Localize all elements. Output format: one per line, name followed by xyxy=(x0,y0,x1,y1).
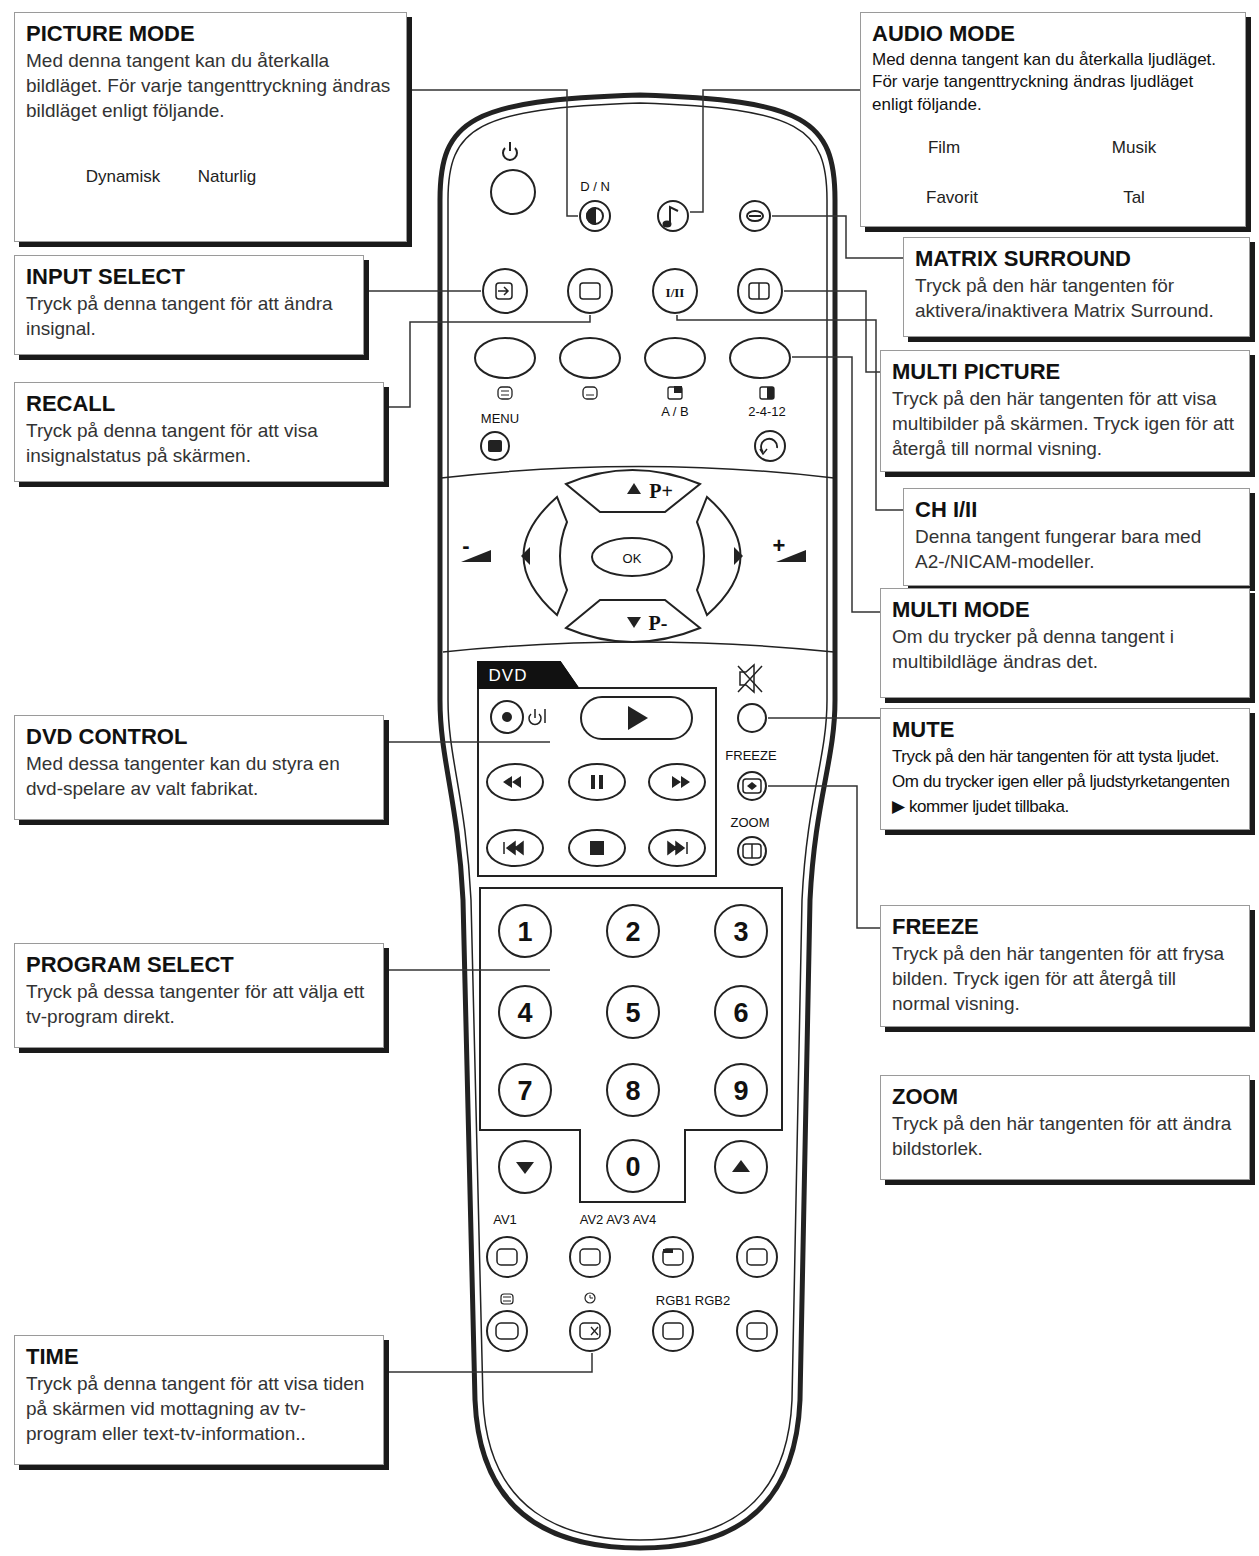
buttons xyxy=(461,142,806,1351)
callout-text: Tryck på denna tangent för att ändra ins… xyxy=(26,292,353,341)
mode-name: Tal xyxy=(1123,188,1145,208)
mode-item: Dynamisk xyxy=(83,166,164,188)
button-label: I/II xyxy=(666,286,685,299)
button-label: AV1 xyxy=(493,1213,517,1226)
callout-text: Tryck på den här tangenten för att tysta… xyxy=(892,745,1239,819)
callout-box: PROGRAM SELECTTryck på dessa tangenter f… xyxy=(14,943,384,1048)
callout-box: FREEZETryck på den här tangenten för att… xyxy=(880,905,1250,1027)
callout-heading: PICTURE MODE xyxy=(26,21,396,47)
mode-item: Film xyxy=(925,137,963,159)
button-label: OK xyxy=(623,552,642,565)
button-label: 2-4-12 xyxy=(748,405,786,418)
mode-name: Film xyxy=(928,138,960,158)
callout-text: Tryck på den här tangenten för aktivera/… xyxy=(915,274,1239,323)
callout-box: ZOOMTryck på den här tangenten för att ä… xyxy=(880,1075,1250,1180)
callout-box: MULTI MODEOm du trycker på denna tangent… xyxy=(880,588,1250,698)
mode-name: Naturlig xyxy=(198,167,257,187)
mode-name: Favorit xyxy=(926,188,978,208)
callout-heading: PROGRAM SELECT xyxy=(26,952,373,978)
button-label: MENU xyxy=(481,412,519,425)
remote-body xyxy=(440,95,835,1548)
callout-text: Tryck på dessa tangenter för att välja e… xyxy=(26,980,373,1029)
callout-heading: DVD CONTROL xyxy=(26,724,373,750)
callout-box: RECALLTryck på denna tangent för att vis… xyxy=(14,382,384,482)
mode-name: Musik xyxy=(1112,138,1156,158)
callout-box: DVD CONTROLMed dessa tangenter kan du st… xyxy=(14,715,384,820)
callout-text: Tryck på denna tangent för att visa insi… xyxy=(26,419,373,468)
mode-item: Musik xyxy=(1109,137,1159,159)
mode-item: Tal xyxy=(1120,187,1148,209)
callout-heading: CH I/II xyxy=(915,497,1239,523)
button-label: + xyxy=(773,535,786,557)
key-number: 9 xyxy=(733,1078,748,1105)
callout-heading: MATRIX SURROUND xyxy=(915,246,1239,272)
key-number: 8 xyxy=(625,1078,640,1105)
button-label: A / B xyxy=(661,405,688,418)
button-label: RGB1 RGB2 xyxy=(656,1294,730,1307)
mode-item: Naturlig xyxy=(195,166,260,188)
button-label: AV2 AV3 AV4 xyxy=(580,1213,657,1226)
callout-box: MUTETryck på den här tangenten för att t… xyxy=(880,708,1250,830)
leader-lines xyxy=(364,90,903,1372)
callout-heading: FREEZE xyxy=(892,914,1239,940)
mode-item: Favorit xyxy=(923,187,981,209)
key-number: 0 xyxy=(625,1154,640,1181)
callout-text: Med denna tangent kan du återkalla bildl… xyxy=(26,49,396,123)
callout-heading: MULTI PICTURE xyxy=(892,359,1239,385)
callout-text: Tryck på den här tangenten för att ändra… xyxy=(892,1112,1239,1161)
button-label: DVD xyxy=(489,667,528,684)
mode-name: Dynamisk xyxy=(86,167,161,187)
callout-box: TIMETryck på denna tangent för att visa … xyxy=(14,1335,384,1465)
key-number: 6 xyxy=(733,1000,748,1027)
callout-heading: MULTI MODE xyxy=(892,597,1239,623)
button-label: D / N xyxy=(580,180,610,193)
callout-heading: ZOOM xyxy=(892,1084,1239,1110)
callout-text: Denna tangent fungerar bara med A2-/NICA… xyxy=(915,525,1239,574)
callout-text: Med dessa tangenter kan du styra en dvd-… xyxy=(26,752,373,801)
callout-box: AUDIO MODEMed denna tangent kan du återk… xyxy=(860,12,1246,227)
button-label: ZOOM xyxy=(731,816,770,829)
callout-text: Tryck på denna tangent för att visa tide… xyxy=(26,1372,373,1446)
key-number: 3 xyxy=(733,919,748,946)
key-number: 1 xyxy=(517,919,532,946)
button-label: FREEZE xyxy=(725,749,776,762)
callout-heading: RECALL xyxy=(26,391,373,417)
button-label: - xyxy=(462,535,469,557)
callout-box: CH I/IIDenna tangent fungerar bara med A… xyxy=(903,488,1250,586)
callout-text: Tryck på den här tangenten för att frysa… xyxy=(892,942,1239,1016)
callout-box: PICTURE MODEMed denna tangent kan du åte… xyxy=(14,12,407,242)
callout-heading: INPUT SELECT xyxy=(26,264,353,290)
button-label: P+ xyxy=(649,481,673,501)
callout-box: INPUT SELECTTryck på denna tangent för a… xyxy=(14,255,364,355)
key-number: 7 xyxy=(517,1078,532,1105)
button-label: P- xyxy=(649,613,668,633)
callout-box: MULTI PICTURETryck på den här tangenten … xyxy=(880,350,1250,472)
callout-text: Med denna tangent kan du återkalla ljudl… xyxy=(872,49,1235,115)
key-number: 2 xyxy=(625,919,640,946)
callout-heading: TIME xyxy=(26,1344,373,1370)
callout-heading: AUDIO MODE xyxy=(872,21,1235,47)
callout-text: Tryck på den här tangenten för att visa … xyxy=(892,387,1239,461)
key-number: 4 xyxy=(517,1000,532,1027)
key-number: 5 xyxy=(625,1000,640,1027)
callout-box: MATRIX SURROUNDTryck på den här tangente… xyxy=(903,237,1250,337)
callout-text: Om du trycker på denna tangent i multibi… xyxy=(892,625,1239,674)
callout-heading: MUTE xyxy=(892,717,1239,743)
